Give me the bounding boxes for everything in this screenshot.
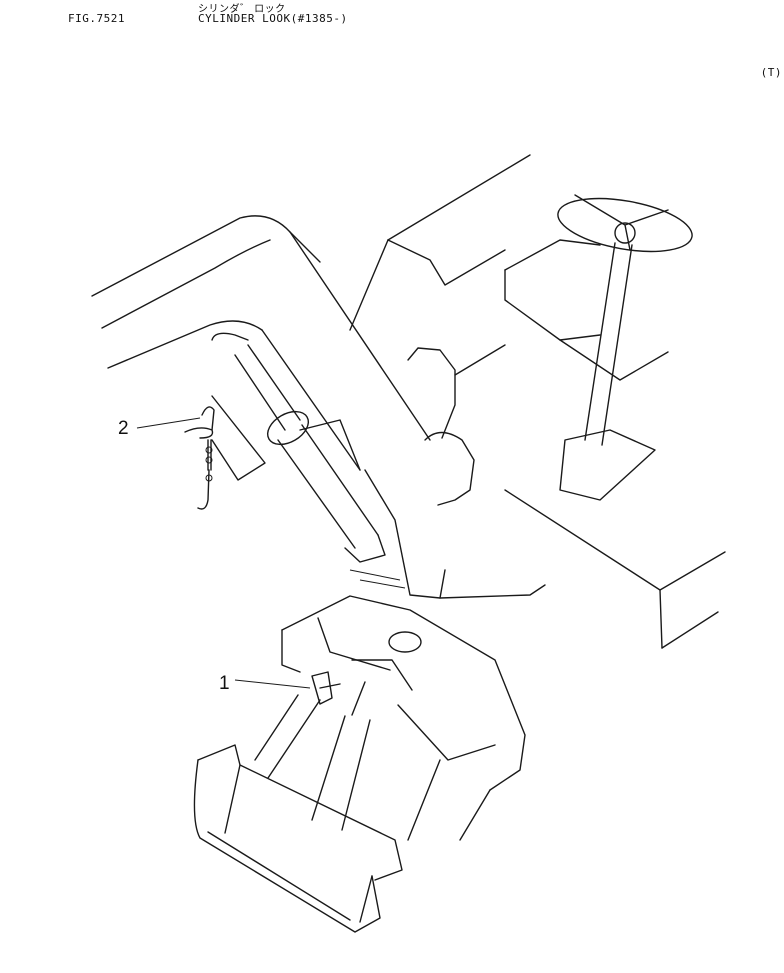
corner-mark: (T) bbox=[760, 66, 782, 79]
leader-line-2 bbox=[136, 417, 201, 429]
callout-number-1: 1 bbox=[219, 673, 230, 694]
title-japanese: シリンダ゛ ロック bbox=[198, 4, 286, 15]
blade-assembly bbox=[193, 595, 526, 933]
leader-line-1 bbox=[234, 679, 311, 689]
machine-body bbox=[91, 154, 726, 649]
figure-number: FIG.7521 bbox=[68, 12, 125, 25]
title-english: CYLINDER LOOK(#1385-) bbox=[198, 12, 348, 25]
lock-pin-with-chain bbox=[184, 395, 266, 510]
callout-number-2: 2 bbox=[118, 418, 129, 439]
